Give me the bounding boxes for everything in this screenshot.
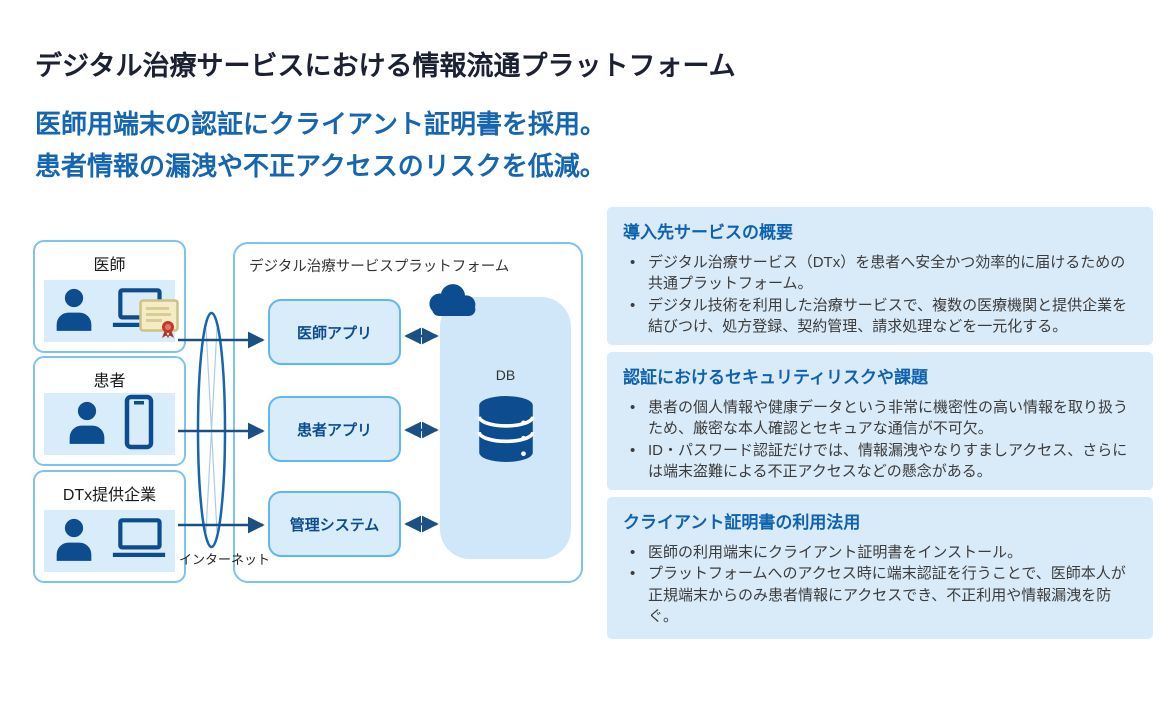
platform-title: デジタル治療サービスプラットフォーム [249,259,510,275]
bullet-item: ID・パスワード認証だけでは、情報漏洩やなりすましアクセス、さらには端末盗難によ… [623,440,1137,483]
panel-heading: 認証におけるセキュリティリスクや課題 [623,368,928,387]
actor-box-doctor: 医師 [33,240,186,353]
actor-dtx-icons [44,510,175,572]
app-box-patient-app: 患者アプリ [268,396,401,462]
bullet-item: プラットフォームへのアクセス時に端末認証を行うことで、医師本人が正規端末からのみ… [623,563,1137,627]
db-label: DB [495,367,516,383]
bullet-item: デジタル技術を利用した治療サービスで、複数の医療機関と提供企業を結びつけ、処方登… [623,295,1137,338]
actor-box-dtx-provider: DTx提供企業 [33,470,186,583]
subtitle-line-1: 医師用端末の認証にクライアント証明書を採用。 [35,109,606,139]
certificate-icon [138,298,179,344]
doctor-device [111,287,179,338]
panel-certificate-usage: クライアント証明書の利用法用 医師の利用端末にクライアント証明書をインストール。… [607,497,1153,639]
actor-patient-label: 患者 [93,373,126,390]
actor-box-patient: 患者 [33,356,186,466]
panel-bullet-list: デジタル治療サービス（DTx）を患者へ安全かつ効率的に届けるための共通プラットフ… [623,252,1137,338]
actor-patient-icons [44,393,175,455]
internet-ellipse-icon [196,311,227,549]
person-icon [53,287,95,336]
page-subtitle: 医師用端末の認証にクライアント証明書を採用。 患者情報の漏洩や不正アクセスのリス… [35,103,606,187]
app-box-admin-system: 管理システム [268,491,401,557]
panel-bullet-list: 患者の個人情報や健康データという非常に機密性の高い情報を取り扱うため、厳密な本人… [623,397,1137,483]
person-icon [53,517,95,566]
panel-security-risks: 認証におけるセキュリティリスクや課題 患者の個人情報や健康データという非常に機密… [607,352,1153,490]
database-icon [477,394,535,469]
internet-label: インターネット [179,552,271,567]
internet-ellipse-strands [205,327,218,533]
subtitle-line-2: 患者情報の漏洩や不正アクセスのリスクを低減。 [35,151,606,181]
bullet-item: デジタル治療サービス（DTx）を患者へ安全かつ効率的に届けるための共通プラットフ… [623,252,1137,295]
page-title: デジタル治療サービスにおける情報流通プラットフォーム [35,51,736,81]
actor-doctor-icons [44,280,179,342]
panel-bullet-list: 医師の利用端末にクライアント証明書をインストール。 プラットフォームへのアクセス… [623,542,1137,628]
actor-doctor-label: 医師 [93,257,126,274]
laptop-icon [111,517,167,566]
smartphone-icon [124,394,154,455]
bullet-item: 医師の利用端末にクライアント証明書をインストール。 [623,542,1137,564]
bullet-item: 患者の個人情報や健康データという非常に機密性の高い情報を取り扱うため、厳密な本人… [623,397,1137,440]
app-box-doctor-app: 医師アプリ [268,299,401,365]
panel-heading: クライアント証明書の利用法用 [623,513,861,532]
cloud-icon [421,279,481,326]
panel-heading: 導入先サービスの概要 [623,223,793,242]
person-icon [66,400,108,449]
panel-service-overview: 導入先サービスの概要 デジタル治療サービス（DTx）を患者へ安全かつ効率的に届け… [607,207,1153,345]
actor-dtx-label: DTx提供企業 [62,487,157,504]
